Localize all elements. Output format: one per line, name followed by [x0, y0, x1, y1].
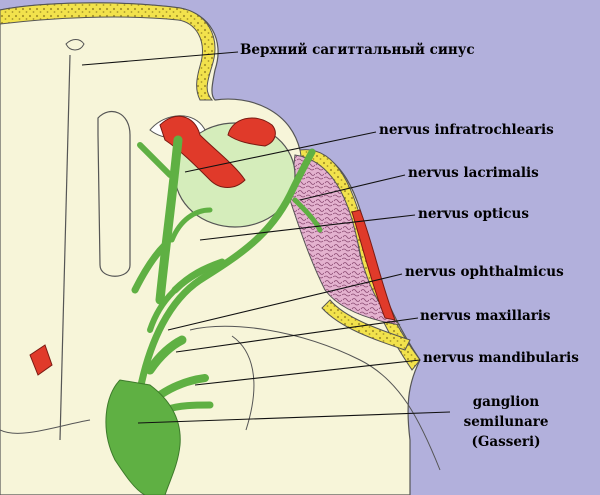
label-lacrimalis: nervus lacrimalis — [408, 165, 539, 181]
label-ganglion-line-2: semilunare — [463, 414, 549, 430]
leader-lacrimalis — [299, 174, 406, 201]
leader-ophthalmicus — [167, 273, 403, 331]
leader-maxillaris — [175, 317, 419, 353]
label-maxillaris: nervus maxillaris — [420, 308, 551, 324]
leader-mandibularis — [194, 359, 421, 386]
temporal-curve — [231, 335, 255, 431]
orbital-fat — [289, 154, 401, 326]
leader-opticus — [199, 214, 416, 241]
sinus-notch — [65, 39, 85, 51]
vessel-cut — [29, 344, 53, 376]
lower-contour — [0, 419, 91, 434]
label-opticus: nervus opticus — [418, 206, 529, 222]
leader-infratrochlearis — [184, 131, 377, 173]
label-ganglion-semilunare: ganglion semilunare (Gasseri) — [444, 392, 568, 452]
leader-ganglion — [137, 411, 451, 424]
label-mandibularis: nervus mandibularis — [423, 350, 579, 366]
ganglion — [105, 379, 181, 495]
label-ophthalmicus: nervus ophthalmicus — [405, 264, 564, 280]
muscle-superior — [227, 117, 276, 147]
leader-lines — [81, 51, 451, 424]
muscle-lateral — [351, 209, 396, 321]
label-ganglion-line-1: ganglion — [472, 394, 540, 410]
label-infratrochlearis: nervus infratrochlearis — [379, 122, 554, 138]
label-ganglion-line-3: (Gasseri) — [471, 434, 541, 450]
frontal-sinus — [97, 111, 131, 277]
muscle-oblique — [159, 115, 246, 188]
falx-line — [59, 54, 71, 441]
nerves — [131, 135, 323, 414]
leader-sagittal-sinus — [81, 51, 239, 66]
bone-rim-top — [0, 2, 216, 101]
label-sagittal-sinus: Верхний сагиттальный синус — [240, 42, 475, 58]
clinoid-line — [189, 325, 441, 471]
